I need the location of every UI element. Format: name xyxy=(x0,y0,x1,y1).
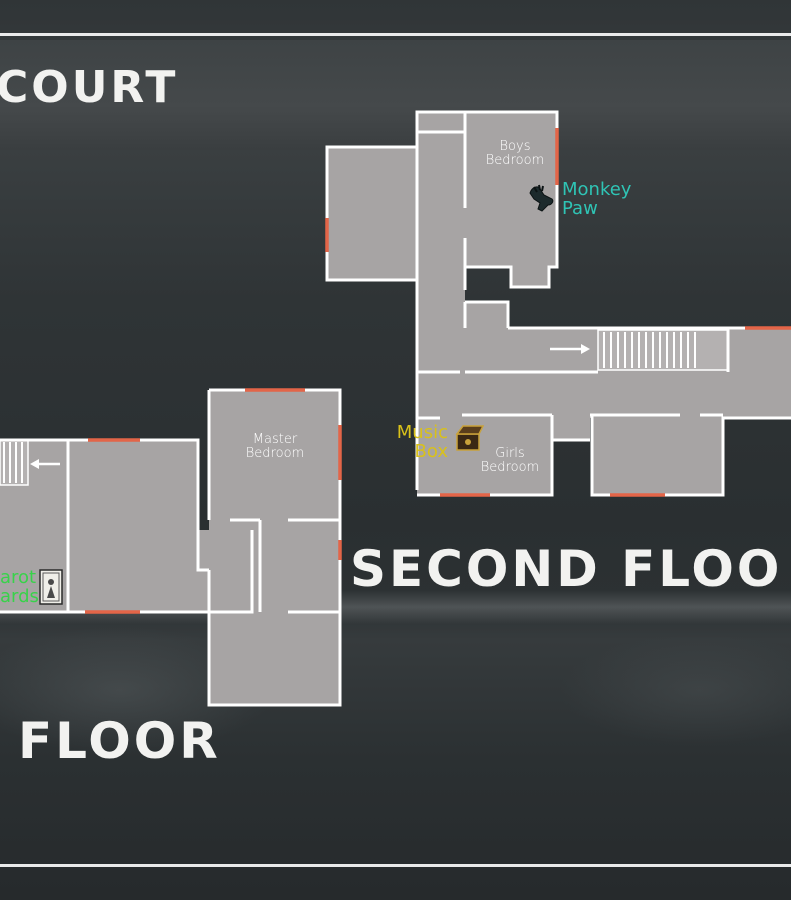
boys-bedroom-label-line2: Bedroom xyxy=(485,152,545,168)
music-box-label-line2: Box xyxy=(414,440,448,462)
first-floor-rooms xyxy=(0,390,340,705)
title-first-floor: FLOOR xyxy=(18,712,221,770)
first-floor-walls xyxy=(0,388,342,707)
music-box-icon xyxy=(455,425,485,451)
girls-bedroom-room xyxy=(417,415,552,495)
monkey-paw-label: Monkey Paw xyxy=(562,179,632,219)
music-box-label-line1: Music xyxy=(396,422,448,443)
first-floor-doors xyxy=(85,388,342,614)
monkey-paw-label-line2: Paw xyxy=(562,197,598,219)
ceiling-band xyxy=(0,40,791,150)
boys-bedroom-label-line1: Boys xyxy=(499,139,531,154)
monkey-paw-icon xyxy=(529,184,554,212)
small-room xyxy=(465,302,508,332)
tarot-cards-icon xyxy=(39,569,63,605)
boys-bedroom-label: Boys Bedroom xyxy=(473,140,557,167)
girls-bedroom-label-line1: Girls xyxy=(495,446,525,461)
title-second-floor: SECOND FLOO xyxy=(350,540,783,598)
tarot-cards-label-line2: ards xyxy=(0,585,39,607)
stair-steps xyxy=(603,332,696,368)
frame-top-line xyxy=(0,33,791,36)
tarot-cards-label-line1: arot xyxy=(0,567,37,588)
master-bedroom-label-line1: Master xyxy=(252,432,298,447)
frame-bottom-line xyxy=(0,864,791,867)
tarot-cards-label: arot ards xyxy=(0,567,39,607)
monkey-paw-label-line1: Monkey xyxy=(562,179,632,200)
second-floor-doors xyxy=(325,128,791,497)
right-arrow-icon xyxy=(550,344,590,354)
master-bedroom-label: Master Bedroom xyxy=(232,433,318,460)
west-wing-room xyxy=(327,147,417,280)
stair-steps-first xyxy=(3,442,23,483)
second-floor-stairs xyxy=(550,329,729,371)
music-box-label: Music Box xyxy=(384,422,448,462)
hall-connector xyxy=(550,415,590,440)
girls-bedroom-label-line2: Bedroom xyxy=(480,459,540,475)
boys-bedroom-alcove xyxy=(511,265,549,287)
hall-room xyxy=(198,530,340,612)
title-court: COURT xyxy=(0,62,179,113)
corridor-top xyxy=(417,112,465,132)
east-room xyxy=(592,415,723,495)
bottom-room xyxy=(209,612,340,705)
first-floor-plan xyxy=(0,388,342,707)
main-room xyxy=(68,440,198,612)
left-arrow-icon xyxy=(30,459,60,469)
master-bedroom-label-line2: Bedroom xyxy=(245,445,305,461)
master-bedroom-room xyxy=(209,390,340,530)
girls-bedroom-label: Girls Bedroom xyxy=(468,447,552,474)
